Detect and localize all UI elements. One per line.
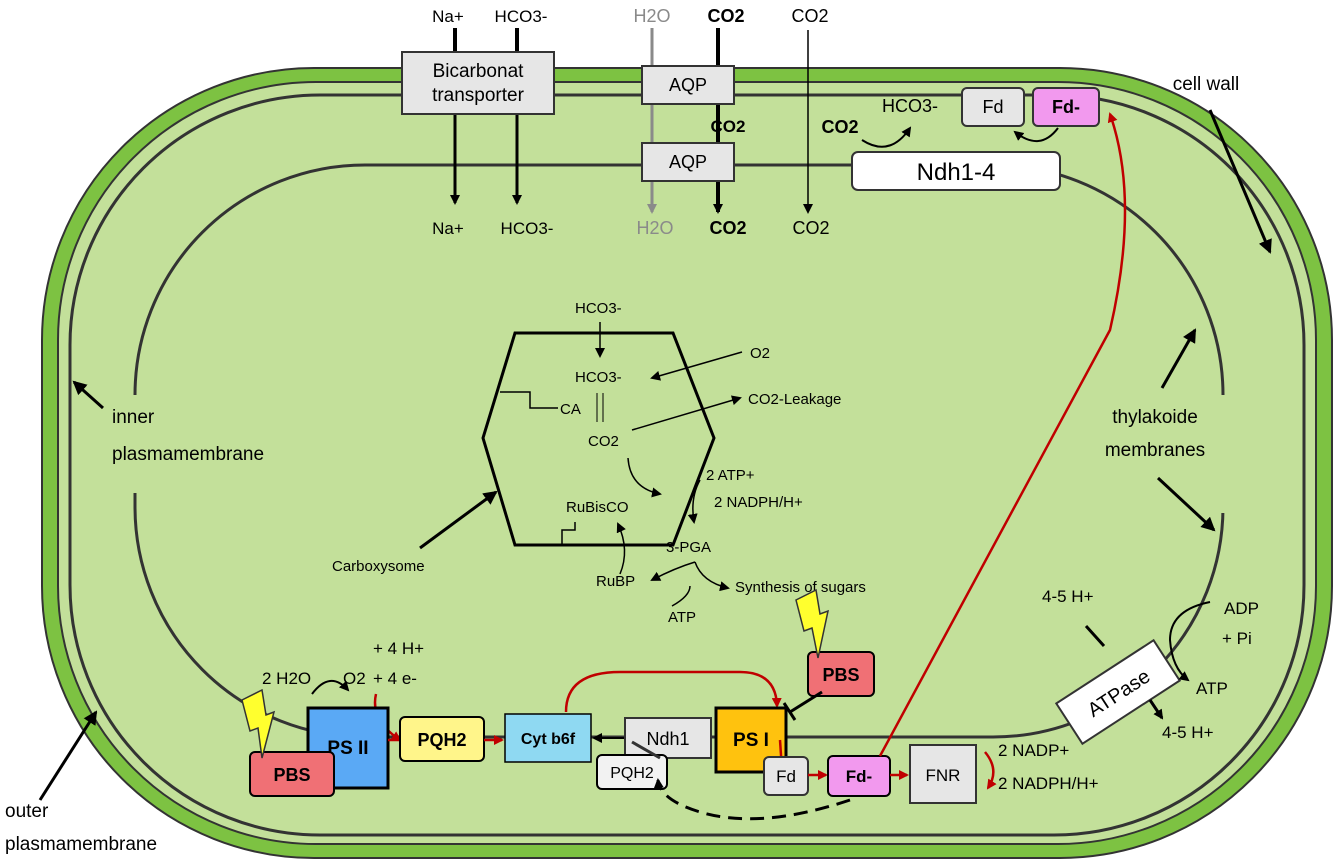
- ndh1-4-complex: [851, 151, 1061, 191]
- o2-product: O2: [343, 669, 366, 688]
- two-h2o: 2 H2O: [262, 669, 311, 688]
- inner-plasmamembrane-label-2: plasmamembrane: [112, 444, 264, 465]
- nadph-label: 2 NADPH/H+: [998, 774, 1099, 793]
- aqp-inner-label: AQP: [669, 152, 707, 172]
- pqh2-small: [596, 754, 668, 790]
- internal-co2-bold: CO2: [709, 218, 746, 238]
- outer-plasmamembrane-label-1: outer: [5, 801, 49, 822]
- carboxysome-co2: CO2: [588, 433, 619, 450]
- internal-hco3: HCO3-: [501, 219, 554, 238]
- internal-na: Na+: [432, 219, 464, 238]
- inner-plasmamembrane-label-1: inner: [112, 407, 155, 428]
- ndh1-label: Ndh1: [646, 729, 689, 749]
- phycobilisome-right: [807, 651, 875, 697]
- pbs-left-label: PBS: [273, 765, 310, 785]
- ndh1-complex: [624, 717, 712, 759]
- bicarbonate-transporter: [401, 51, 555, 115]
- aqp-outer-label: AQP: [669, 75, 707, 95]
- lightning-icon-right: [795, 588, 830, 659]
- three-pga: 3-PGA: [666, 539, 711, 556]
- pqh2-label: PQH2: [417, 730, 466, 750]
- carboxysome-atp: ATP: [668, 609, 696, 626]
- external-hco3: HCO3-: [495, 7, 548, 26]
- four-protons: + 4 H+: [373, 639, 424, 658]
- pqh2-small-label: PQH2: [610, 765, 654, 782]
- aqp-outer: [641, 65, 735, 105]
- cytochrome-b6f: [504, 713, 592, 763]
- synthesis-of-sugars: Synthesis of sugars: [735, 579, 866, 596]
- carboxysome-hco3-mid: HCO3-: [575, 369, 622, 386]
- bicarbonate-transporter-label-1: Bicarbonat: [433, 61, 525, 82]
- fd-label: Fd: [776, 767, 796, 786]
- fnr-label: FNR: [926, 766, 961, 785]
- pbs-right-label: PBS: [822, 665, 859, 685]
- external-h2o: H2O: [633, 6, 670, 26]
- ndh-hco3: HCO3-: [882, 96, 938, 116]
- protons-bottom: 4-5 H+: [1162, 723, 1214, 742]
- external-co2-bold: CO2: [707, 6, 744, 26]
- bicarbonate-transporter-label-2: transporter: [432, 85, 525, 106]
- thylakoide-label-1: thylakoide: [1112, 407, 1198, 428]
- carboxysome-hexagon: [481, 331, 716, 547]
- co2-leakage: CO2-Leakage: [748, 391, 841, 408]
- internal-h2o: H2O: [636, 218, 673, 238]
- atp-product: ATP: [1196, 679, 1228, 698]
- external-co2: CO2: [791, 6, 828, 26]
- carboxysome-hco3-top: HCO3-: [575, 300, 622, 317]
- carboxysome-label: Carboxysome: [332, 558, 425, 575]
- ps2-label: PS II: [327, 738, 368, 759]
- o2-label: O2: [750, 345, 770, 362]
- two-nadph: 2 NADPH/H+: [714, 494, 803, 511]
- ndh-co2: CO2: [821, 117, 858, 137]
- pi-label: + Pi: [1222, 629, 1252, 648]
- lightning-icon-left: [241, 688, 276, 759]
- internal-co2: CO2: [792, 218, 829, 238]
- adp-label: ADP: [1224, 599, 1259, 618]
- rubp: RuBP: [596, 573, 635, 590]
- ndh1-4-label: Ndh1-4: [917, 159, 996, 186]
- co2-between-membranes: CO2: [711, 117, 746, 136]
- cell-wall-label: cell wall: [1173, 74, 1240, 95]
- rubisco: RuBisCO: [566, 499, 629, 516]
- fdminus-top-label: Fd-: [1052, 97, 1080, 117]
- nadp-label: 2 NADP+: [998, 741, 1069, 760]
- phycobilisome-left: [249, 751, 335, 797]
- external-na: Na+: [432, 7, 464, 26]
- four-electrons: + 4 e-: [373, 669, 417, 688]
- fdminus-top: [1032, 87, 1100, 127]
- fd-top-label: Fd: [982, 97, 1003, 117]
- fd-top: [961, 87, 1025, 127]
- carbonic-anhydrase: CA: [560, 401, 581, 418]
- fnr-enzyme: [909, 744, 977, 804]
- two-atp: 2 ATP+: [706, 467, 755, 484]
- aqp-inner: [641, 142, 735, 182]
- thylakoide-label-2: membranes: [1105, 440, 1205, 461]
- cytb6f-label: Cyt b6f: [521, 731, 576, 748]
- protons-top: 4-5 H+: [1042, 587, 1094, 606]
- atp-synthase: ATPase: [1054, 638, 1182, 746]
- ps1-label: PS I: [733, 730, 769, 751]
- fdminus-label: Fd-: [846, 767, 872, 786]
- outer-plasmamembrane-label-2: plasmamembrane: [5, 834, 157, 855]
